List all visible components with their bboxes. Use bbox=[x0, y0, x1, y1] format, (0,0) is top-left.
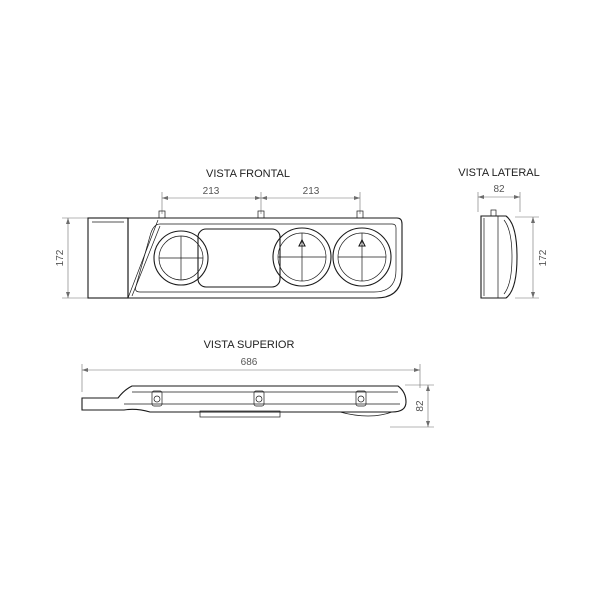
top-view: VISTA SUPERIOR 686 82 bbox=[81, 339, 434, 428]
front-width-right-label: 213 bbox=[303, 186, 320, 197]
lamp-body bbox=[127, 217, 403, 299]
center-lens bbox=[197, 228, 281, 288]
bottom-lens bbox=[199, 410, 281, 418]
mounting-bolts bbox=[158, 210, 364, 219]
top-view-title: VISTA SUPERIOR bbox=[204, 339, 295, 351]
side-body bbox=[480, 215, 518, 299]
top-width-dimension: 686 bbox=[81, 357, 421, 392]
front-view-title: VISTA FRONTAL bbox=[206, 168, 290, 180]
front-height-label: 172 bbox=[55, 249, 66, 266]
front-width-left-label: 213 bbox=[203, 186, 220, 197]
side-view-title: VISTA LATERAL bbox=[458, 167, 540, 179]
lamp-left bbox=[153, 230, 209, 286]
side-height-dimension: 172 bbox=[515, 216, 549, 299]
warning-icon bbox=[358, 238, 366, 247]
lamp-center bbox=[272, 227, 332, 287]
front-height-dimension: 172 bbox=[55, 217, 92, 299]
top-body bbox=[81, 385, 407, 413]
front-view: VISTA FRONTAL 213 213 172 bbox=[55, 168, 403, 299]
mount-box bbox=[87, 217, 129, 299]
lamp-right bbox=[332, 227, 392, 287]
front-width-dimension: 213 213 bbox=[161, 186, 361, 214]
side-width-dimension: 82 bbox=[477, 184, 521, 212]
side-width-label: 82 bbox=[493, 184, 505, 195]
warning-icon bbox=[298, 238, 306, 247]
top-mount-clips bbox=[151, 390, 367, 407]
side-height-label: 172 bbox=[538, 249, 549, 266]
top-height-label: 82 bbox=[415, 400, 426, 412]
top-width-label: 686 bbox=[241, 357, 258, 368]
side-view: VISTA LATERAL 82 172 bbox=[458, 167, 549, 299]
top-height-dimension: 82 bbox=[390, 384, 434, 428]
